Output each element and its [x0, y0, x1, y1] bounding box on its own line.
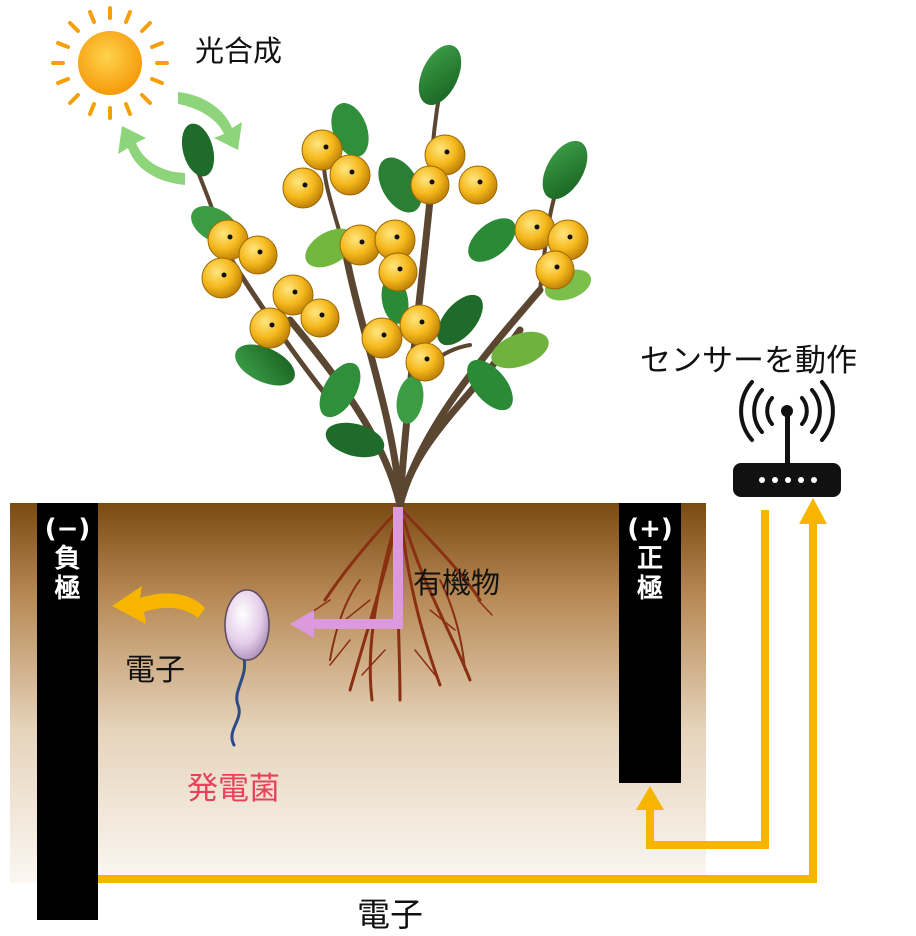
router-icon	[733, 380, 841, 497]
negative-sign: (−)	[44, 514, 91, 544]
fruit-clusters	[201, 129, 589, 382]
soil	[10, 503, 706, 883]
sun-icon	[51, 6, 169, 120]
negative-electrode	[37, 503, 98, 920]
negative-char-1: 負	[54, 543, 81, 574]
electrons-label-left: 電子	[125, 653, 185, 688]
fruit-dots	[221, 144, 573, 362]
bacteria-label: 発電菌	[187, 771, 280, 807]
positive-electrode	[619, 503, 681, 783]
organic-matter-arrow	[290, 507, 403, 638]
positive-electrode-label: (+) 正 極	[619, 514, 681, 605]
bacterium-icon	[224, 589, 270, 747]
external-circuit	[98, 510, 817, 883]
electron-arrow-left	[112, 586, 205, 624]
negative-char-2: 極	[54, 573, 81, 604]
photosynthesis-label: 光合成	[195, 34, 283, 68]
wire-arrowheads	[636, 498, 827, 810]
positive-char-2: 極	[636, 573, 663, 604]
positive-sign: (+)	[627, 514, 673, 544]
organic-matter-label: 有機物	[413, 566, 501, 600]
sensor-label: センサーを動作	[640, 343, 857, 379]
negative-electrode-label: (−) 負 極	[37, 514, 98, 605]
positive-char-1: 正	[636, 543, 663, 574]
photosynthesis-arrows	[118, 92, 242, 185]
electrons-label-bottom: 電子	[357, 895, 423, 934]
